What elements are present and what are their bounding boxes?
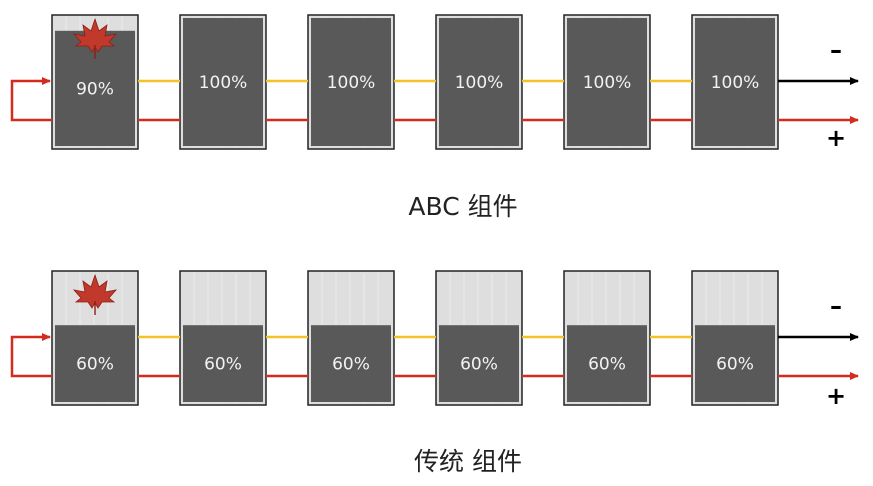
charge-fill (439, 18, 519, 146)
charge-label: 60% (76, 355, 114, 375)
maple-leaf-icon (72, 273, 118, 315)
pack-abc: 90% 100% 100% 100% 100% 100% – + ABC 组件 (10, 14, 859, 221)
charge-label: 60% (204, 355, 242, 375)
loop-arrow (10, 77, 52, 122)
connection-lines (10, 77, 859, 124)
battery-cell: 60% (691, 270, 779, 406)
loop-arrow (10, 333, 52, 378)
negative-terminal-label: – (830, 36, 842, 64)
battery-cell: 100% (435, 14, 523, 150)
charge-label: 100% (199, 73, 248, 93)
battery-cell: 60% (179, 270, 267, 406)
maple-leaf-icon (72, 17, 118, 59)
battery-cell: 100% (691, 14, 779, 150)
positive-terminal-label: + (826, 124, 846, 152)
battery-cell: 60% (563, 270, 651, 406)
pack-caption: 传统 组件 (414, 447, 522, 476)
charge-label: 60% (716, 355, 754, 375)
battery-cell: 100% (563, 14, 651, 150)
charge-fill (311, 325, 391, 402)
pack-caption: ABC 组件 (408, 192, 517, 221)
charge-label: 100% (455, 73, 504, 93)
pack-traditional: 60% 60% 60% 60% 60% 60% – + 传统 组件 (10, 270, 859, 476)
charge-fill (183, 18, 263, 146)
negative-terminal-label: – (830, 292, 842, 320)
cell-group: 90% 100% 100% 100% 100% 100% (51, 14, 779, 150)
battery-cell: 60% (435, 270, 523, 406)
charge-label: 100% (327, 73, 376, 93)
positive-terminal-label: + (826, 382, 846, 410)
charge-label: 60% (460, 355, 498, 375)
charge-label: 100% (711, 73, 760, 93)
charge-fill (567, 325, 647, 402)
charge-fill (695, 18, 775, 146)
charge-fill (311, 18, 391, 146)
battery-cell: 60% (307, 270, 395, 406)
charge-label: 60% (588, 355, 626, 375)
charge-fill (439, 325, 519, 402)
battery-cell: 60% (51, 270, 139, 406)
charge-label: 100% (583, 73, 632, 93)
charge-fill (695, 325, 775, 402)
charge-label: 60% (332, 355, 370, 375)
connection-lines (10, 333, 859, 380)
charge-fill (183, 325, 263, 402)
battery-cell: 100% (307, 14, 395, 150)
battery-cell: 100% (179, 14, 267, 150)
charge-label: 90% (76, 79, 114, 99)
battery-cell: 90% (51, 14, 139, 150)
charge-fill (567, 18, 647, 146)
charge-fill (55, 325, 135, 402)
